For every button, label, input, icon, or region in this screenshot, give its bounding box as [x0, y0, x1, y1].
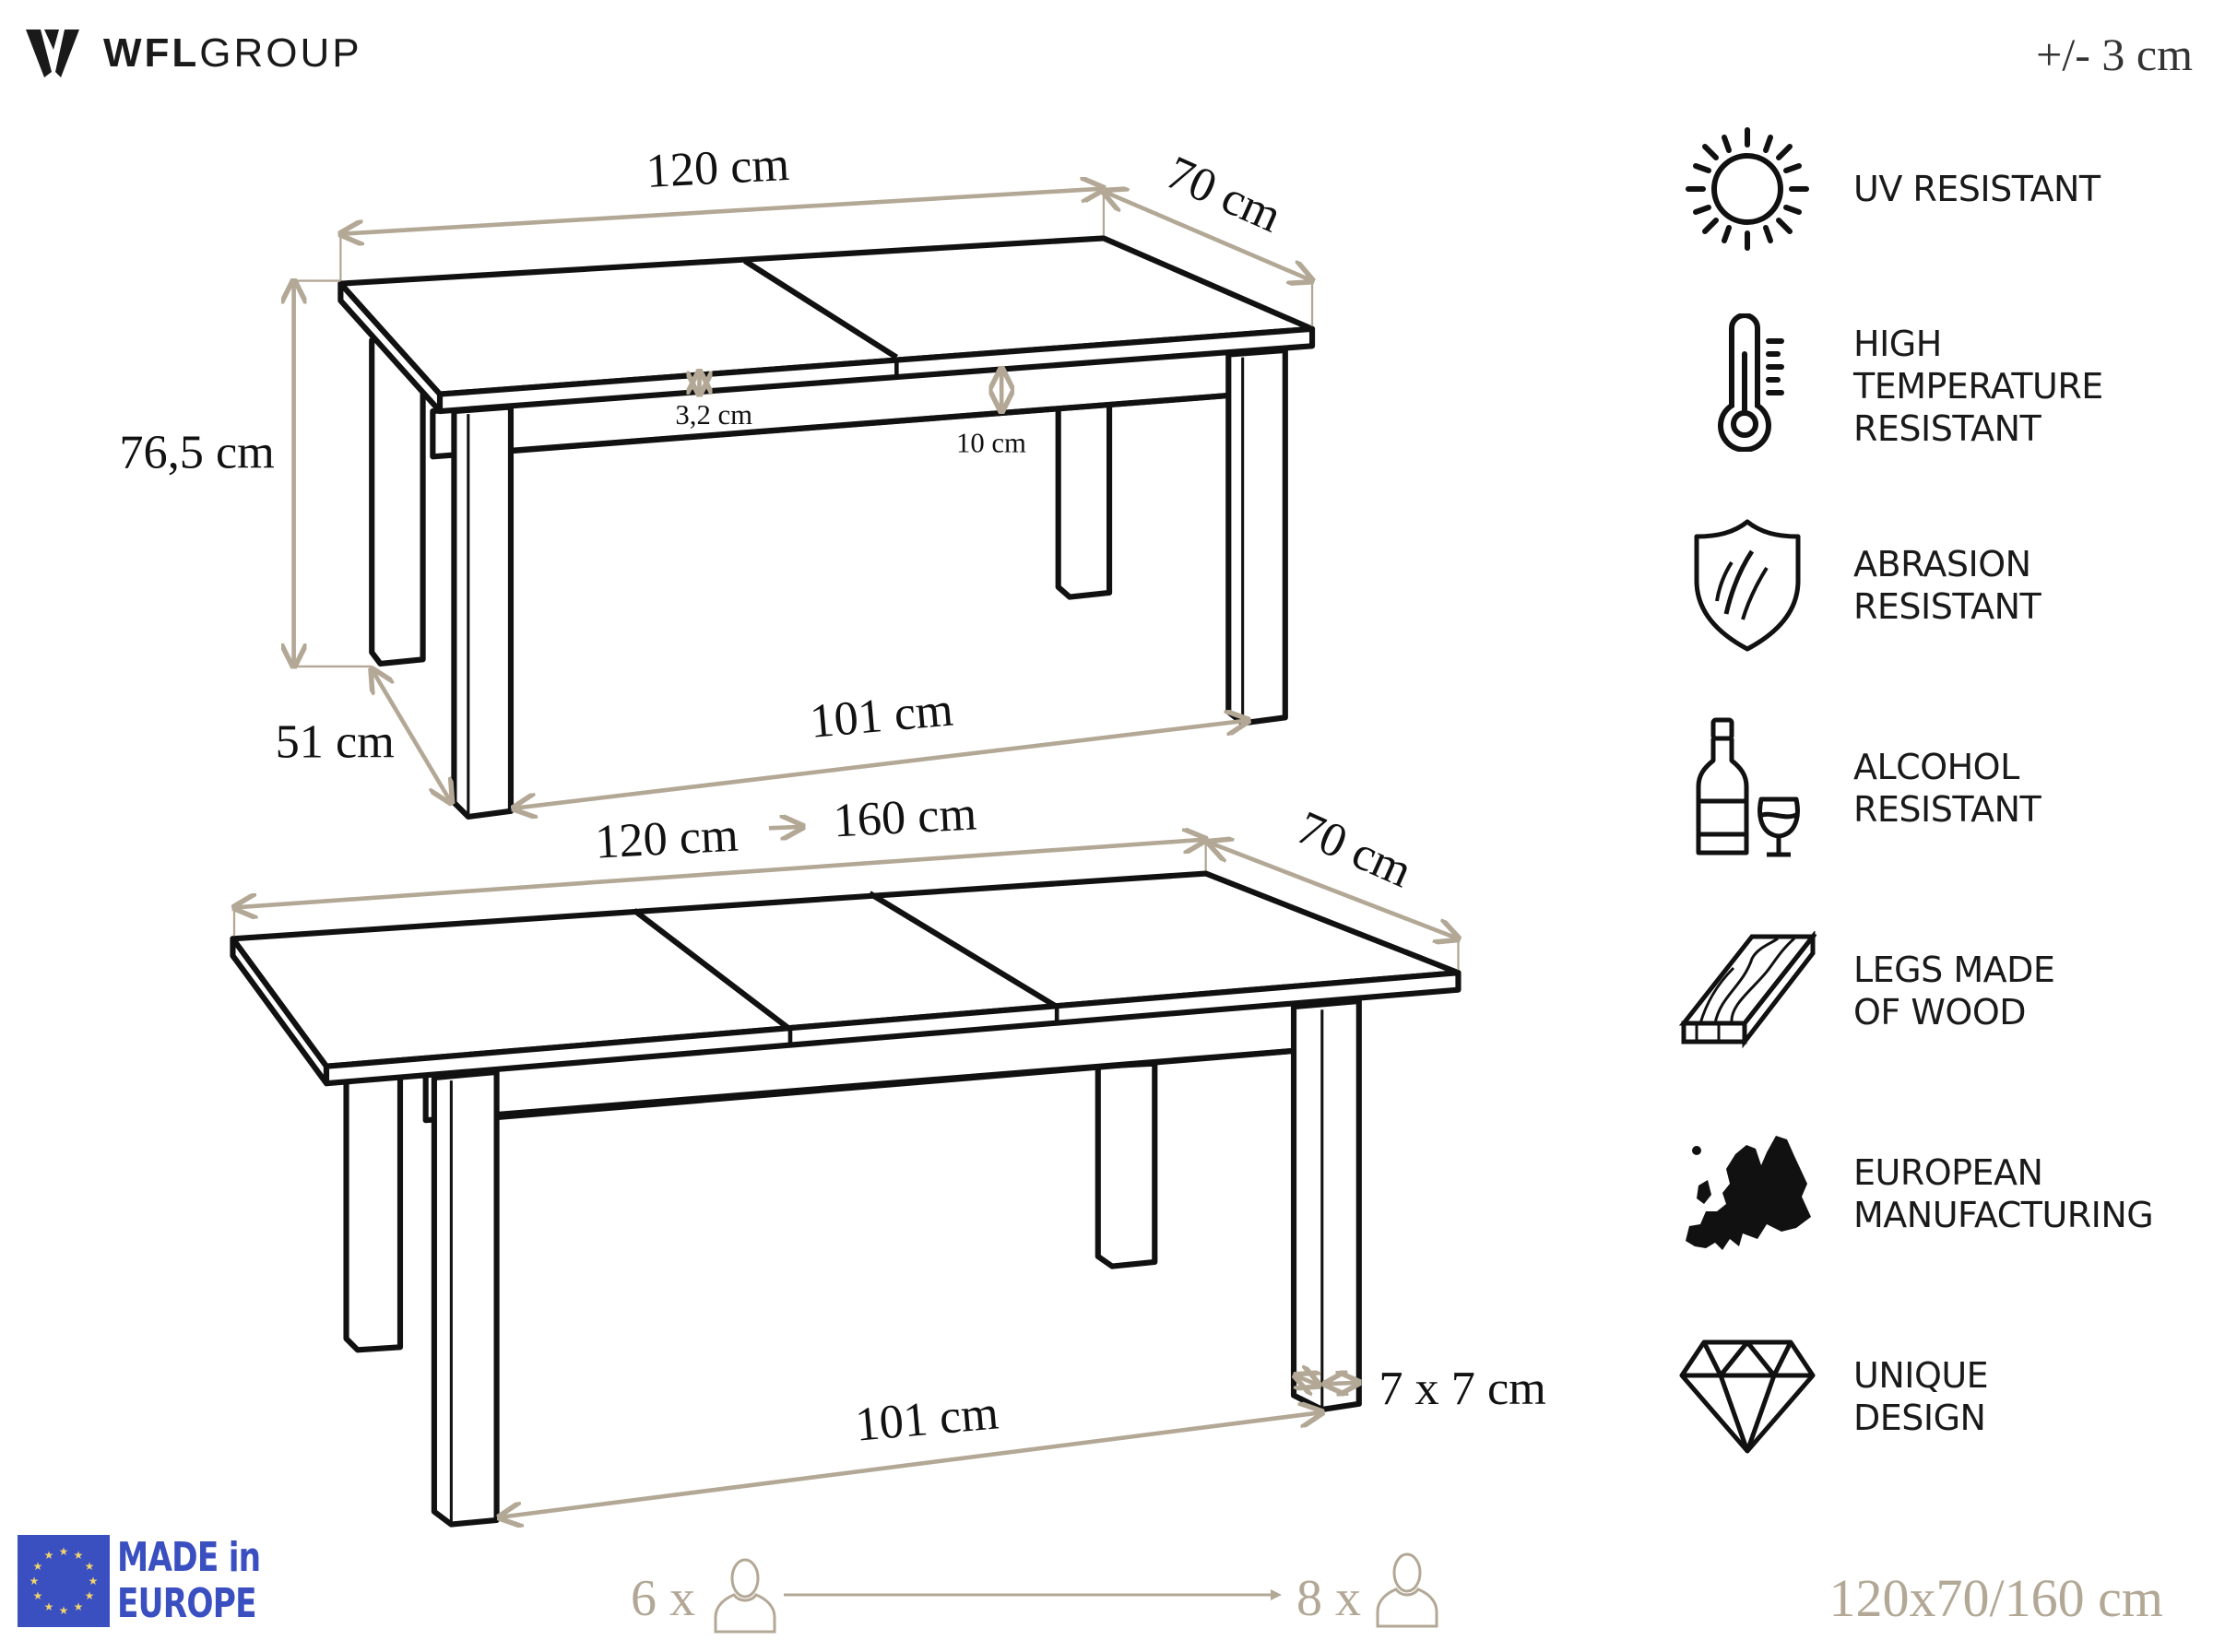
wood-plank-icon [1678, 922, 1817, 1060]
made-in-europe-badge: ★★★ ★★★ ★★★ ★★★ MADE in EUROPE [18, 1535, 301, 1627]
feature-label: EUROPEAN MANUFACTURING [1853, 1152, 2154, 1235]
feature-temperature: HIGH TEMPERATURE RESISTANT [1678, 313, 2195, 452]
europe-map-icon [1678, 1125, 1817, 1263]
svg-text:★: ★ [33, 1589, 43, 1602]
leg-depth-label: 51 cm [276, 714, 395, 768]
top-height-label: 76,5 cm [119, 426, 274, 479]
svg-text:★: ★ [74, 1549, 84, 1562]
size-caption: 120x70/160 cm [1828, 1568, 2163, 1628]
seating-arrow-icon [784, 1589, 1282, 1600]
seating-capacity: 6 x 8 x [627, 1552, 1457, 1641]
svg-text:★: ★ [85, 1589, 95, 1602]
seats-from: 6 x [631, 1570, 695, 1627]
feature-label: ABRASION RESISTANT [1853, 544, 2041, 627]
wine-bottle-glass-icon [1678, 717, 1817, 857]
svg-text:★: ★ [59, 1604, 69, 1617]
bottom-table-drawing [230, 870, 1462, 1528]
bottom-width-label: 70 cm [1289, 801, 1420, 899]
tolerance-note: +/- 3 cm [2036, 29, 2193, 80]
leg-section-label: 7 x 7 cm [1379, 1362, 1546, 1415]
svg-text:★: ★ [85, 1560, 95, 1573]
bottom-length-label: 120 cm [594, 808, 740, 869]
top-thickness-label: 3,2 cm [675, 399, 752, 431]
sun-icon [1678, 120, 1817, 258]
made-in-europe-text: MADE in EUROPE [117, 1534, 261, 1627]
feature-abrasion: ABRASION RESISTANT [1678, 516, 2195, 655]
top-table-dimensions [294, 189, 1312, 808]
person-icon [714, 1558, 776, 1634]
svg-text:★: ★ [89, 1575, 99, 1587]
feature-label: ALCOHOL RESISTANT [1853, 747, 2041, 830]
bottom-leg-span-label: 101 cm [853, 1386, 1000, 1451]
diamond-icon [1678, 1328, 1817, 1466]
svg-text:★: ★ [74, 1600, 84, 1613]
svg-text:★: ★ [59, 1545, 69, 1558]
feature-label: HIGH TEMPERATURE RESISTANT [1853, 324, 2103, 449]
thermometer-icon [1678, 313, 1817, 452]
brand-logo: WFLGROUP [26, 28, 362, 79]
bottom-extended-length-label: 160 cm [832, 786, 977, 847]
shield-scratch-icon [1678, 516, 1817, 655]
svg-text:★: ★ [44, 1600, 54, 1613]
feature-uv: UV RESISTANT [1678, 120, 2195, 258]
svg-text:★: ★ [30, 1575, 40, 1587]
apron-height-label: 10 cm [956, 428, 1026, 459]
top-leg-span-label: 101 cm [808, 682, 955, 748]
feature-wood: LEGS MADE OF WOOD [1678, 922, 2195, 1060]
person-icon [1376, 1552, 1438, 1628]
seats-to: 8 x [1296, 1570, 1361, 1627]
eu-flag-icon: ★★★ ★★★ ★★★ ★★★ [18, 1535, 110, 1627]
feature-design: UNIQUE DESIGN [1678, 1328, 2195, 1466]
svg-text:★: ★ [33, 1560, 43, 1573]
wfl-logo-mark-icon [26, 30, 79, 77]
feature-label: UNIQUE DESIGN [1853, 1355, 1989, 1438]
bottom-table-dimensions [234, 827, 1458, 1517]
feature-alcohol: ALCOHOL RESISTANT [1678, 717, 2195, 857]
feature-label: UV RESISTANT [1853, 169, 2101, 209]
feature-label: LEGS MADE OF WOOD [1853, 950, 2055, 1032]
top-width-label: 70 cm [1159, 146, 1290, 243]
brand-name: WFLGROUP [103, 30, 362, 76]
top-length-label: 120 cm [645, 137, 790, 198]
feature-european: EUROPEAN MANUFACTURING [1678, 1125, 2195, 1263]
svg-text:★: ★ [44, 1549, 54, 1562]
